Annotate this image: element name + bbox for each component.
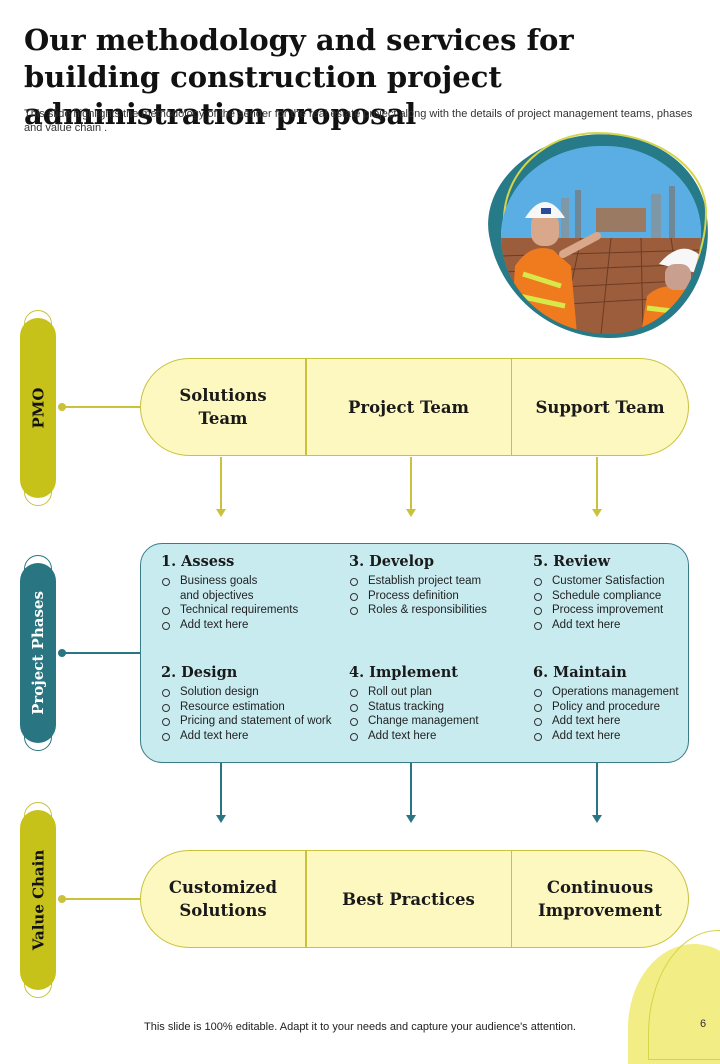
divider: [510, 359, 512, 455]
phase-implement: 4. Implement Roll out plan Status tracki…: [349, 664, 479, 743]
phases-label-pill: Project Phases: [20, 563, 56, 743]
solutions-team-label: Solutions Team: [179, 386, 267, 428]
construction-photo-frame: [474, 116, 720, 358]
list-item: Change management: [349, 714, 479, 729]
list-item: Business goals and objectives: [161, 574, 298, 603]
phases-label: Project Phases: [29, 591, 47, 715]
divider: [305, 359, 307, 455]
best-practices-cell: Best Practices: [307, 851, 511, 947]
phase-design: 2. Design Solution design Resource estim…: [161, 664, 332, 743]
list-item: Add text here: [533, 618, 665, 633]
phase-review: 5. Review Customer Satisfaction Schedule…: [533, 553, 665, 632]
page-number: 6: [700, 1018, 707, 1030]
slide-subtitle: This slide highlights the methodology of…: [24, 108, 693, 134]
value-chain-box: Customized Solutions Best Practices Cont…: [140, 850, 689, 948]
list-item: Pricing and statement of work: [161, 714, 332, 729]
corner-outline-decoration: [648, 930, 720, 1060]
list-item: Roll out plan: [349, 685, 479, 700]
pmo-label: PMO: [29, 387, 48, 429]
divider: [305, 851, 307, 947]
support-team-cell: Support Team: [512, 359, 688, 455]
solutions-team-cell: Solutions Team: [141, 359, 305, 455]
phases-connector-line: [62, 652, 142, 654]
continuous-improvement-label: Continuous Improvement: [537, 878, 663, 920]
list-item: Customer Satisfaction: [533, 574, 665, 589]
slide-title: Our methodology and services for buildin…: [24, 23, 574, 131]
list-item: Add text here: [533, 714, 679, 729]
list-item: Policy and procedure: [533, 700, 679, 715]
list-item: Technical requirements: [161, 603, 298, 618]
list-item: Process definition: [349, 589, 487, 604]
list-item: Establish project team: [349, 574, 487, 589]
value-chain-connector-line: [62, 898, 142, 900]
phase-title: 1. Assess: [161, 553, 235, 570]
list-item: Process improvement: [533, 603, 665, 618]
continuous-improvement-cell: Continuous Improvement: [512, 851, 688, 947]
value-chain-label-pill: Value Chain: [20, 810, 56, 990]
list-item: Solution design: [161, 685, 332, 700]
phase-title: 3. Develop: [349, 553, 434, 570]
phase-title: 5. Review: [533, 553, 611, 570]
list-item: Add text here: [533, 729, 679, 744]
support-team-label: Support Team: [535, 397, 665, 417]
phase-develop: 3. Develop Establish project team Proces…: [349, 553, 487, 618]
best-practices-label: Best Practices: [342, 889, 475, 909]
list-item: Add text here: [349, 729, 479, 744]
customized-solutions-cell: Customized Solutions: [141, 851, 305, 947]
footer-note: This slide is 100% editable. Adapt it to…: [144, 1021, 576, 1033]
list-item: Status tracking: [349, 700, 479, 715]
project-team-cell: Project Team: [307, 359, 511, 455]
phase-title: 2. Design: [161, 664, 238, 681]
arrow-down: [216, 457, 226, 517]
phase-assess: 1. Assess Business goals and objectives …: [161, 553, 298, 632]
pmo-label-pill: PMO: [20, 318, 56, 498]
arrow-down: [216, 763, 226, 823]
arrow-down: [406, 763, 416, 823]
list-item: Resource estimation: [161, 700, 332, 715]
list-item: Add text here: [161, 618, 298, 633]
arrow-down: [592, 457, 602, 517]
phase-maintain: 6. Maintain Operations management Policy…: [533, 664, 679, 743]
arrow-down: [406, 457, 416, 517]
phase-title: 4. Implement: [349, 664, 458, 681]
customized-solutions-label: Customized Solutions: [168, 878, 278, 920]
project-phases-box: 1. Assess Business goals and objectives …: [140, 543, 689, 763]
list-item: Add text here: [161, 729, 332, 744]
arrow-down: [592, 763, 602, 823]
list-item: Schedule compliance: [533, 589, 665, 604]
value-chain-label: Value Chain: [29, 849, 47, 951]
project-team-label: Project Team: [347, 397, 470, 417]
list-item: Roles & responsibilities: [349, 603, 487, 618]
pmo-teams-box: Solutions Team Project Team Support Team: [140, 358, 689, 456]
divider: [510, 851, 512, 947]
list-item: Operations management: [533, 685, 679, 700]
phase-title: 6. Maintain: [533, 664, 627, 681]
pmo-connector-line: [62, 406, 142, 408]
